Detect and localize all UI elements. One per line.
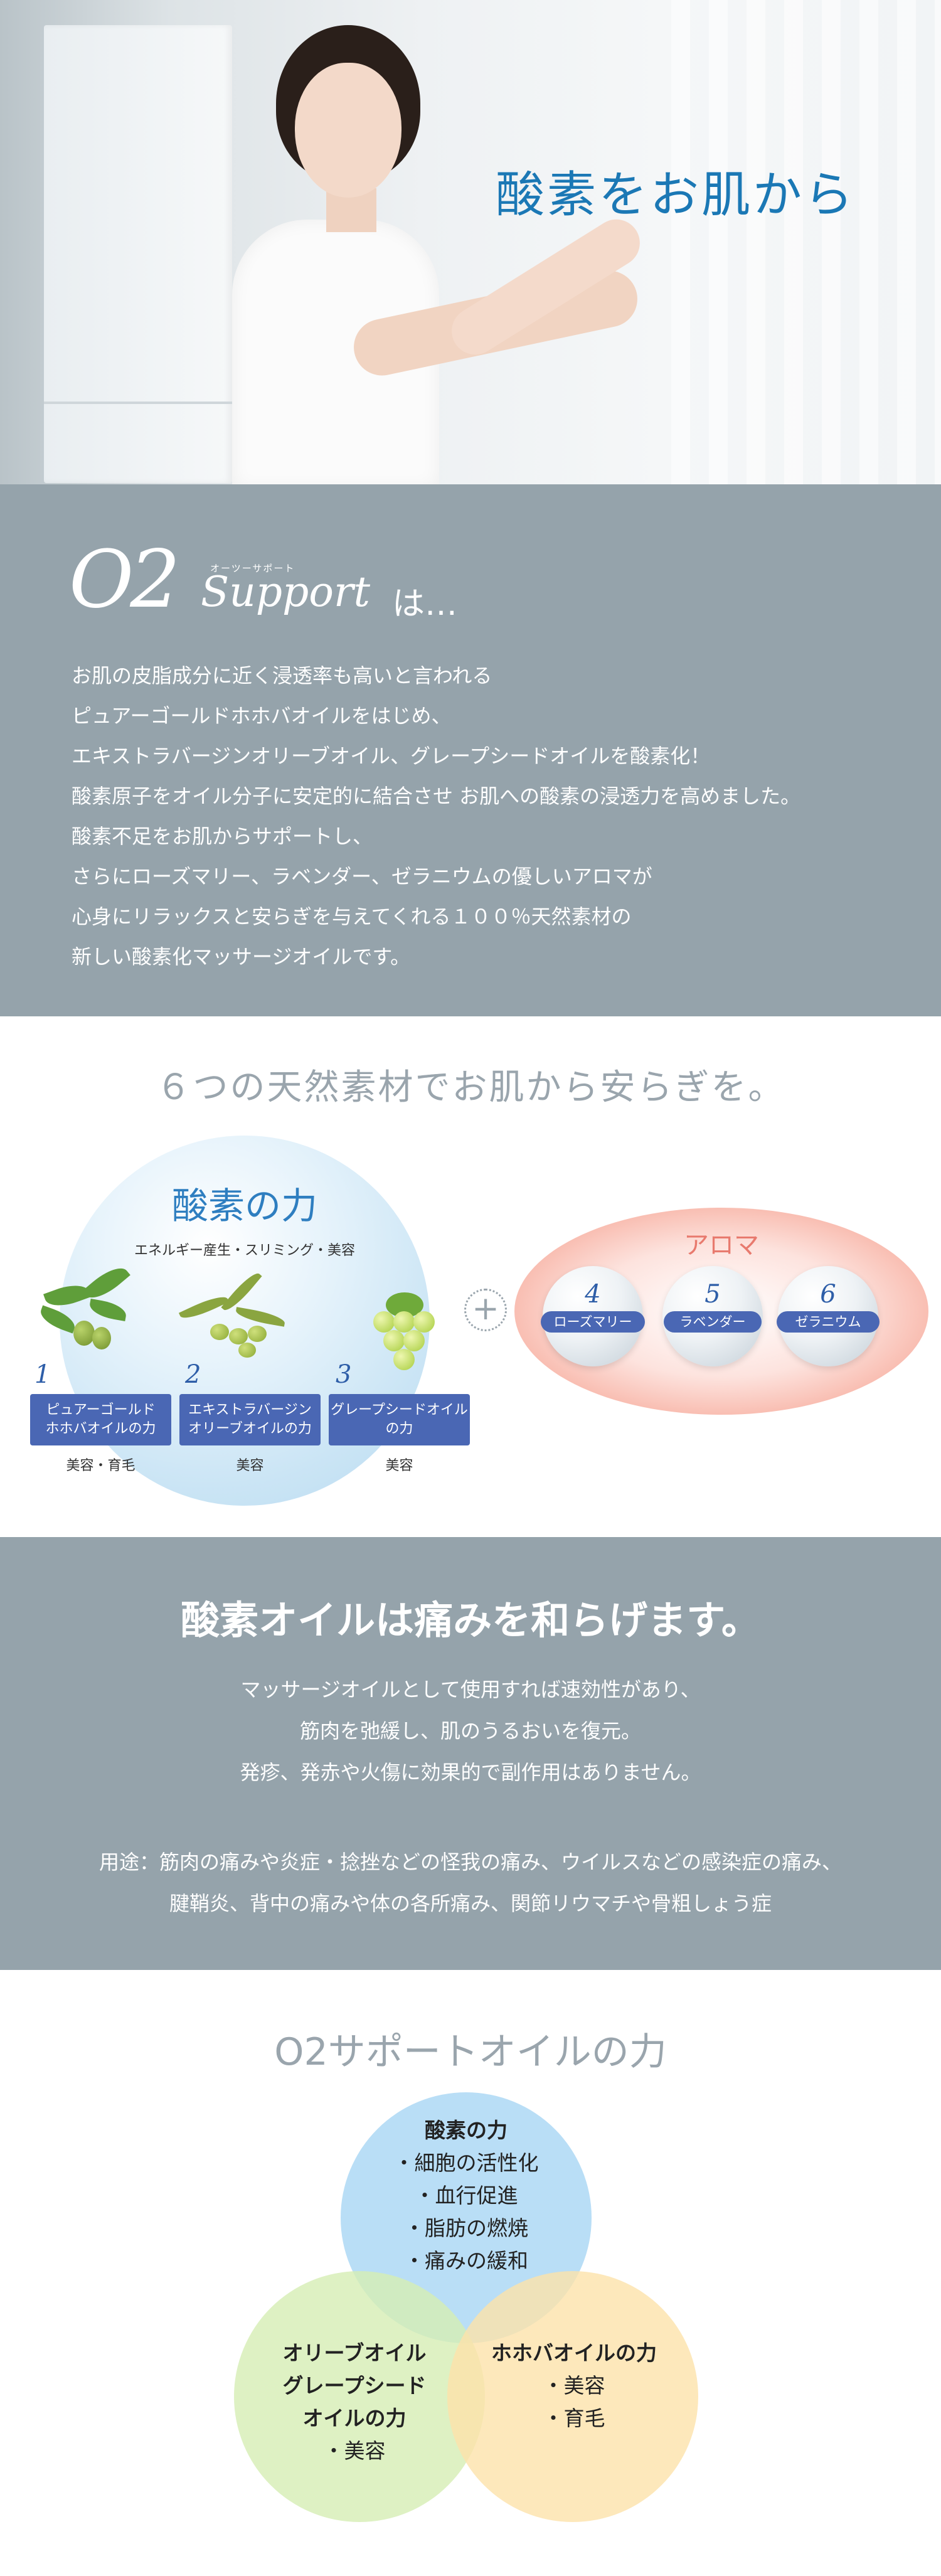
material-label-line: ホホバオイルの力: [45, 1421, 156, 1437]
use-line: 腱鞘炎、背中の痛みや体の各所痛み、関節リウマチや骨粗しょう症: [169, 1892, 772, 1915]
material-label-jojoba: ピュアーゴールド ホホバオイルの力: [30, 1394, 171, 1445]
aroma-number-6: 6: [820, 1280, 836, 1309]
material-caption-jojoba: 美容・育毛: [66, 1458, 136, 1474]
intro-line: 酸素不足をお肌からサポートし、: [72, 824, 373, 848]
logo-suffix: は…: [392, 585, 458, 623]
material-label-line: グレープシードオイルの力: [331, 1402, 468, 1437]
venn-jojoba-heading: ホホバオイルの力: [491, 2341, 657, 2365]
venn-olive-heading: グレープシード: [282, 2373, 427, 2398]
logo-ruby: オーツーサポート: [210, 563, 295, 574]
material-number-3: 3: [336, 1360, 352, 1389]
material-label-grape: グレープシードオイルの力: [329, 1394, 470, 1445]
aroma-number-5: 5: [704, 1280, 721, 1309]
venn-olive-circle: [234, 2271, 485, 2522]
intro-text: お肌の皮脂成分に近く浸透率も高いと言われる ピュアーゴールドホホバオイルをはじめ…: [72, 656, 887, 977]
venn-oxygen-item: ・痛みの緩和: [404, 2249, 528, 2273]
material-label-line: オリーブオイルの力: [188, 1421, 312, 1437]
plus-icon: +: [464, 1289, 507, 1331]
jojoba-plant-icon: [37, 1260, 133, 1361]
venn-oxygen-item: ・血行促進: [414, 2183, 518, 2208]
background-curtain: [652, 0, 941, 484]
pain-uses: 用途：筋肉の痛みや炎症・捻挫などの怪我の痛み、ウイルスなどの感染症の痛み、 腱鞘…: [0, 1841, 941, 1924]
intro-line: さらにローズマリー、ラベンダー、ゼラニウムの優しいアロマが: [72, 865, 652, 888]
material-number-1: 1: [35, 1360, 51, 1389]
intro-line: ピュアーゴールドホホバオイルをはじめ、: [72, 704, 452, 728]
material-label-line: エキストラバージン: [188, 1402, 312, 1418]
venn-oxygen-item: ・細胞の活性化: [393, 2151, 539, 2175]
venn-jojoba-text: ホホバオイルの力 ・美容 ・育毛: [470, 2337, 678, 2435]
pain-section: [0, 1537, 941, 1970]
grape-icon: [361, 1292, 455, 1386]
material-caption-grape: 美容: [385, 1458, 413, 1474]
material-number-2: 2: [185, 1360, 201, 1389]
material-label-olive: エキストラバージン オリーブオイルの力: [179, 1394, 321, 1445]
venn-olive-text: オリーブオイル グレープシード オイルの力 ・美容: [251, 2337, 458, 2467]
intro-line: 酸素原子をオイル分子に安定的に結合させ お肌への酸素の浸透力を高めました。: [72, 784, 801, 808]
logo-support: Support: [201, 568, 371, 616]
intro-section: [0, 484, 941, 1016]
pain-line: マッサージオイルとして使用すれば速効性があり、: [240, 1678, 701, 1701]
venn-olive-heading: オイルの力: [302, 2406, 407, 2430]
venn-jojoba-item: ・美容: [543, 2373, 605, 2398]
intro-line: 新しい酸素化マッサージオイルです。: [72, 945, 411, 969]
background-refrigerator: [44, 25, 232, 483]
pain-body: マッサージオイルとして使用すれば速効性があり、 筋肉を弛緩し、肌のうるおいを復元…: [0, 1669, 941, 1793]
aroma-label-lavender: ラベンダー: [664, 1311, 762, 1333]
intro-line: 心身にリラックスと安らぎを与えてくれる１００％天然素材の: [72, 905, 632, 929]
venn-jojoba-circle: [447, 2271, 698, 2522]
material-label-line: ピュアーゴールド: [46, 1402, 156, 1418]
pain-line: 筋肉を弛緩し、肌のうるおいを復元。: [299, 1719, 641, 1743]
aroma-label-rosemary: ローズマリー: [541, 1311, 645, 1333]
aroma-number-4: 4: [585, 1280, 601, 1309]
logo-o2: O2: [69, 533, 180, 625]
hero-banner: [0, 0, 941, 484]
intro-line: お肌の皮脂成分に近く浸透率も高いと言われる: [72, 664, 492, 688]
venn-oxygen-item: ・脂肪の燃焼: [404, 2216, 528, 2240]
olive-plant-icon: [178, 1269, 286, 1371]
materials-title: ６つの天然素材でお肌から安らぎを。: [156, 1067, 785, 1108]
use-line: 用途：筋肉の痛みや炎症・捻挫などの怪我の痛み、ウイルスなどの感染症の痛み、: [98, 1850, 842, 1874]
venn-olive-heading: オリーブオイル: [282, 2341, 427, 2365]
pain-title: 酸素オイルは痛みを和らげます。: [181, 1597, 760, 1643]
intro-line: エキストラバージンオリーブオイル、グレープシードオイルを酸素化！: [72, 744, 711, 768]
woman-face: [295, 63, 401, 198]
venn-olive-item: ・美容: [323, 2439, 386, 2463]
venn-jojoba-item: ・育毛: [543, 2406, 605, 2430]
aroma-label-geranium: ゼラニウム: [777, 1311, 880, 1333]
oxygen-subtitle: エネルギー産生・スリミング・美容: [134, 1243, 355, 1259]
hero-title: 酸素をお肌から: [496, 167, 856, 223]
venn-oxygen-text: 酸素の力 ・細胞の活性化 ・血行促進 ・脂肪の燃焼 ・痛みの緩和: [341, 2114, 592, 2277]
oxygen-title: 酸素の力: [171, 1184, 317, 1227]
venn-oxygen-heading: 酸素の力: [425, 2118, 508, 2142]
aroma-title: アロマ: [684, 1231, 759, 1260]
refrigerator-seam: [44, 402, 232, 404]
material-caption-olive: 美容: [236, 1458, 264, 1474]
power-title: O2サポートオイルの力: [274, 2030, 667, 2074]
pain-line: 発疹、発赤や火傷に効果的で副作用はありません。: [240, 1760, 701, 1784]
